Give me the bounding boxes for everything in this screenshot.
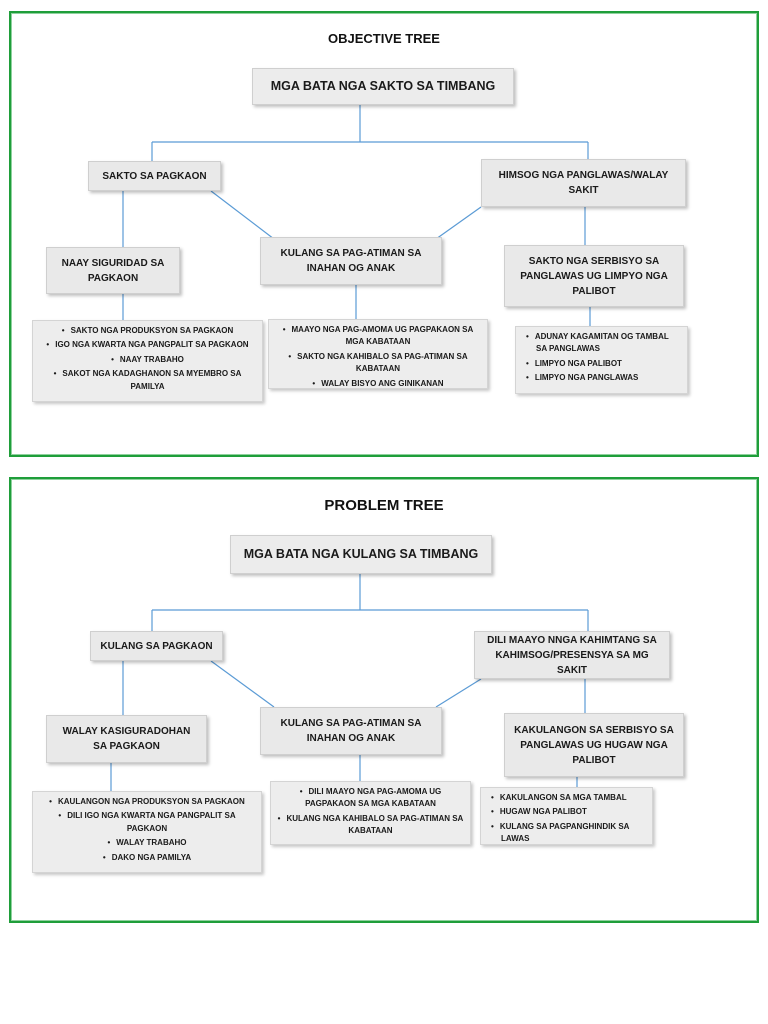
objective-list-left: SAKTO NGA PRODUKSYON SA PAGKAON IGO NGA …: [32, 320, 263, 402]
objective-list-right: ADUNAY KAGAMITAN OG TAMBAL SA PANGLAWAS …: [515, 326, 688, 394]
objective-tree-panel: OBJECTIVE TREE MGA BATA NGA SAKTO SA TIM…: [9, 11, 759, 457]
objective-tree-connectors: [122, 105, 591, 326]
problem-child-left-node: WALAY KASIGURADOHAN SA PAGKAON: [46, 715, 207, 763]
problem-tree-title: PROBLEM TREE: [324, 497, 444, 514]
list-item: DILI MAAYO NGA PAG-AMOMA UG PAGPAKAON SA…: [277, 786, 464, 811]
problem-right-node: DILI MAAYO NNGA KAHIMTANG SA KAHIMSOG/PR…: [474, 631, 670, 679]
list-item: DAKO NGA PAMILYA: [39, 852, 255, 864]
list-item: IGO NGA KWARTA NGA PANGPALIT SA PAGKAON: [39, 339, 256, 351]
list-item: KAULANGON NGA PRODUKSYON SA PAGKAON: [39, 796, 255, 808]
list-item: WALAY BISYO ANG GINIKANAN: [275, 378, 481, 390]
objective-child-left-node: NAAY SIGURIDAD SA PAGKAON: [46, 247, 180, 294]
list-item: LIMPYO NGA PANGLAWAS: [522, 372, 681, 384]
list-item: HUGAW NGA PALIBOT: [487, 806, 646, 818]
list-item: LIMPYO NGA PALIBOT: [522, 358, 681, 370]
problem-root-node: MGA BATA NGA KULANG SA TIMBANG: [230, 535, 492, 574]
objective-list-center: MAAYO NGA PAG-AMOMA UG PAGPAKAON SA MGA …: [268, 319, 488, 389]
connector: [210, 660, 275, 708]
list-item: WALAY TRABAHO: [39, 837, 255, 849]
problem-child-right-node: KAKULANGON SA SERBISYO SA PANGLAWAS UG H…: [504, 713, 684, 777]
connector: [210, 190, 275, 240]
list-item: SAKTO NGA KAHIBALO SA PAG-ATIMAN SA KABA…: [275, 351, 481, 376]
objective-tree-title: OBJECTIVE TREE: [328, 31, 440, 46]
list-item: SAKTO NGA PRODUKSYON SA PAGKAON: [39, 325, 256, 337]
objective-child-center-node: KULANG SA PAG-ATIMAN SA INAHAN OG ANAK: [260, 237, 442, 285]
objective-root-node: MGA BATA NGA SAKTO SA TIMBANG: [252, 68, 514, 105]
connector: [435, 206, 482, 240]
problem-child-center-node: KULANG SA PAG-ATIMAN SA INAHAN OG ANAK: [260, 707, 442, 755]
list-item: NAAY TRABAHO: [39, 354, 256, 366]
problem-list-left: KAULANGON NGA PRODUKSYON SA PAGKAON DILI…: [32, 791, 262, 873]
list-item: MAAYO NGA PAG-AMOMA UG PAGPAKAON SA MGA …: [275, 324, 481, 349]
problem-left-node: KULANG SA PAGKAON: [90, 631, 223, 661]
list-item: ADUNAY KAGAMITAN OG TAMBAL SA PANGLAWAS: [522, 331, 681, 356]
list-item: KULANG NGA KAHIBALO SA PAG-ATIMAN SA KAB…: [277, 813, 464, 838]
list-item: KAKULANGON SA MGA TAMBAL: [487, 792, 646, 804]
objective-child-right-node: SAKTO NGA SERBISYO SA PANGLAWAS UG LIMPY…: [504, 245, 684, 307]
list-item: KULANG SA PAGPANGHINDIK SA LAWAS: [487, 821, 646, 846]
connector: [435, 678, 482, 708]
list-item: DILI IGO NGA KWARTA NGA PANGPALIT SA PAG…: [39, 810, 255, 835]
objective-left-node: SAKTO SA PAGKAON: [88, 161, 221, 191]
list-item: SAKOT NGA KADAGHANON SA MYEMBRO SA PAMIL…: [39, 368, 256, 393]
problem-tree-connectors: [110, 574, 589, 791]
problem-list-center: DILI MAAYO NGA PAG-AMOMA UG PAGPAKAON SA…: [270, 781, 471, 845]
objective-right-node: HIMSOG NGA PANGLAWAS/WALAY SAKIT: [481, 159, 686, 207]
problem-tree-panel: PROBLEM TREE MGA BATA NGA KULANG SA TIMB…: [9, 477, 759, 923]
problem-list-right: KAKULANGON SA MGA TAMBAL HUGAW NGA PALIB…: [480, 787, 653, 845]
